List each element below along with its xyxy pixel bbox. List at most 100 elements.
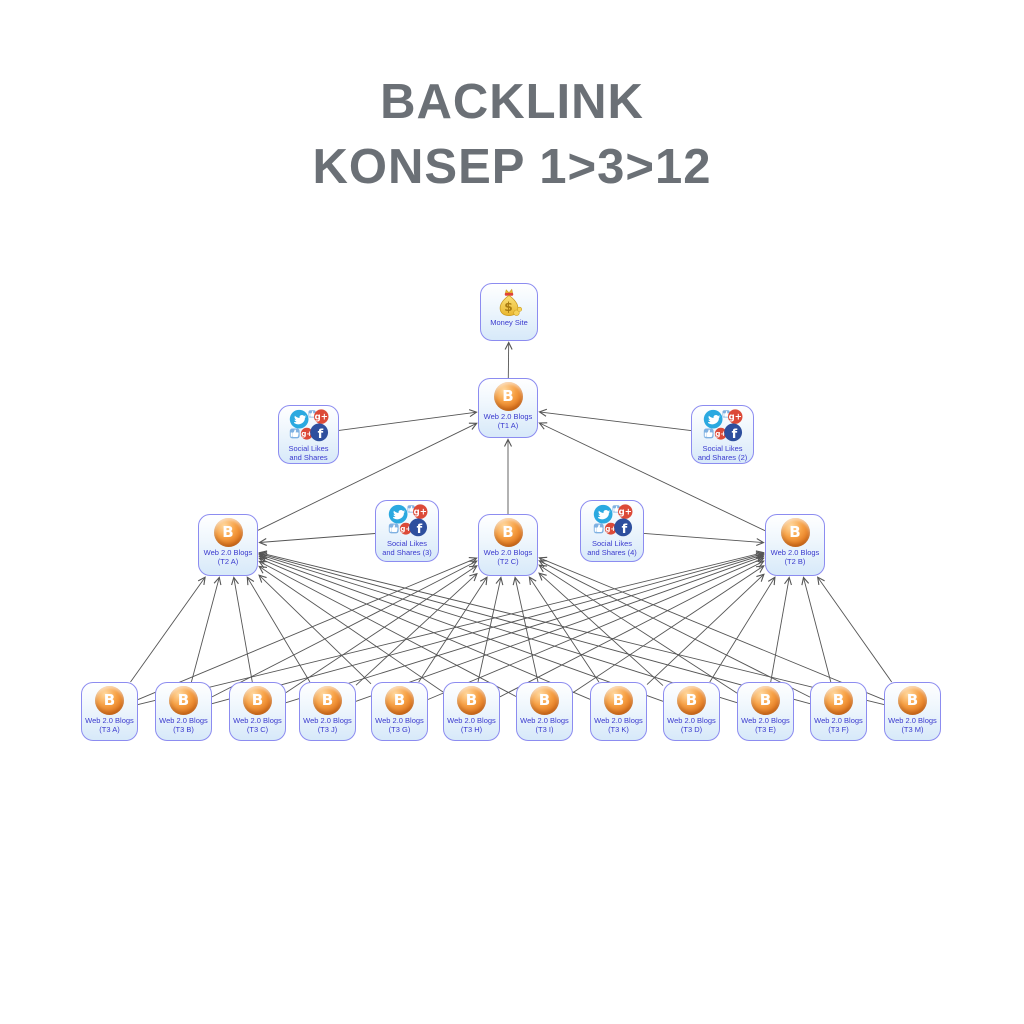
edge-web20-t3-e-to-web20-t2-a bbox=[258, 552, 738, 704]
edge-web20-t3-f-to-web20-t2-a bbox=[258, 551, 811, 705]
blogger-icon: B bbox=[385, 686, 414, 715]
edge-web20-t2-a-to-web20-t1-a bbox=[257, 422, 478, 531]
svg-text:f: f bbox=[732, 427, 738, 442]
node-label-web20-t3-d: Web 2.0 Blogs(T3 D) bbox=[667, 716, 716, 735]
blogger-icon: B bbox=[751, 686, 780, 715]
edge-web20-t3-j-to-web20-t2-a bbox=[246, 576, 311, 683]
title-line1: BACKLINK bbox=[380, 75, 644, 129]
blogger-icon: B bbox=[604, 686, 633, 715]
blogger-icon: B bbox=[169, 686, 198, 715]
edge-social-likes-4-to-web20-t2-b bbox=[643, 532, 765, 547]
edge-web20-t2-b-to-web20-t1-a bbox=[538, 422, 766, 532]
page-title: BACKLINK KONSEP 1>3>12 bbox=[0, 70, 1024, 199]
edge-web20-t3-h-to-web20-t2-b bbox=[499, 560, 765, 698]
edge-web20-t3-m-to-web20-t2-a bbox=[258, 550, 885, 706]
node-label-web20-t1-a: Web 2.0 Blogs(T1 A) bbox=[483, 412, 533, 431]
node-label-web20-t2-a: Web 2.0 Blogs(T2 A) bbox=[203, 548, 253, 567]
node-label-web20-t3-a: Web 2.0 Blogs(T3 A) bbox=[85, 716, 134, 735]
node-money-site: $ Money Site bbox=[480, 283, 538, 341]
blogger-icon: B bbox=[493, 382, 523, 411]
edge-web20-t3-k-to-web20-t2-a bbox=[258, 557, 591, 700]
edge-web20-t3-b-to-web20-t2-c bbox=[211, 560, 478, 698]
edge-web20-t3-i-to-web20-t2-b bbox=[572, 565, 765, 693]
edge-web20-t3-e-to-web20-t2-c bbox=[538, 564, 738, 694]
node-label-web20-t3-k: Web 2.0 Blogs(T3 K) bbox=[594, 716, 643, 735]
svg-text:g+: g+ bbox=[605, 524, 616, 533]
node-label-money-site: Money Site bbox=[490, 318, 528, 327]
money-bag-icon: $ bbox=[499, 288, 523, 316]
blogger-icon: B bbox=[243, 686, 272, 715]
edge-web20-t3-k-to-web20-t2-b bbox=[646, 573, 765, 685]
edge-web20-t3-a-to-web20-t2-c bbox=[137, 557, 478, 701]
blogger-icon: B bbox=[780, 518, 810, 547]
edge-web20-t3-d-to-web20-t2-c bbox=[538, 572, 664, 686]
edge-web20-t3-b-to-web20-t2-b bbox=[211, 551, 765, 705]
edge-social-likes-1-to-web20-t1-a bbox=[338, 409, 478, 431]
edge-web20-t3-e-to-web20-t2-b bbox=[770, 576, 792, 683]
social-cluster-icon: g+ g+ f bbox=[703, 409, 743, 442]
svg-text:f: f bbox=[621, 522, 627, 537]
blogger-icon: B bbox=[95, 686, 124, 715]
node-label-web20-t3-j: Web 2.0 Blogs(T3 J) bbox=[303, 716, 352, 735]
svg-text:g+: g+ bbox=[618, 508, 631, 518]
social-cluster-icon: g+ g+ f bbox=[388, 504, 427, 537]
blogger-icon: B bbox=[530, 686, 559, 715]
svg-text:$: $ bbox=[504, 300, 512, 314]
edge-web20-t3-c-to-web20-t2-c bbox=[285, 565, 478, 693]
edge-web20-t3-h-to-web20-t2-c bbox=[477, 576, 504, 683]
edge-web20-t3-m-to-web20-t2-b bbox=[816, 576, 893, 683]
node-label-web20-t3-f: Web 2.0 Blogs(T3 F) bbox=[814, 716, 863, 735]
node-label-web20-t3-b: Web 2.0 Blogs(T3 B) bbox=[159, 716, 208, 735]
blogger-icon: B bbox=[898, 686, 927, 715]
svg-text:g+: g+ bbox=[729, 413, 742, 423]
edge-web20-t3-d-to-web20-t2-a bbox=[258, 554, 664, 702]
blogger-icon: B bbox=[213, 518, 243, 547]
edge-web20-t3-k-to-web20-t2-c bbox=[528, 576, 600, 683]
edge-web20-t3-a-to-web20-t2-a bbox=[130, 576, 206, 683]
node-label-web20-t3-i: Web 2.0 Blogs(T3 I) bbox=[520, 716, 569, 735]
title-line2: KONSEP 1>3>12 bbox=[312, 139, 712, 194]
edge-web20-t3-f-to-web20-t2-c bbox=[538, 560, 811, 698]
svg-text:g+: g+ bbox=[315, 413, 328, 423]
edge-web20-t3-j-to-web20-t2-c bbox=[355, 572, 478, 686]
edge-social-likes-2-to-web20-t1-a bbox=[538, 408, 692, 432]
node-label-web20-t3-g: Web 2.0 Blogs(T3 G) bbox=[375, 716, 424, 735]
node-label-web20-t2-b: Web 2.0 Blogs(T2 B) bbox=[770, 548, 820, 567]
edge-social-likes-3-to-web20-t2-a bbox=[258, 533, 376, 546]
edge-web20-t3-b-to-web20-t2-a bbox=[190, 576, 222, 683]
edge-web20-t3-c-to-web20-t2-a bbox=[231, 576, 253, 683]
svg-text:f: f bbox=[416, 522, 422, 537]
svg-text:g+: g+ bbox=[400, 524, 411, 533]
edge-web20-t3-g-to-web20-t2-b bbox=[427, 557, 765, 700]
edge-web20-t3-g-to-web20-t2-c bbox=[418, 576, 488, 683]
edge-web20-t3-j-to-web20-t2-b bbox=[355, 554, 765, 702]
edge-web20-t3-f-to-web20-t2-b bbox=[801, 576, 832, 683]
svg-text:g+: g+ bbox=[301, 429, 312, 438]
svg-text:g+: g+ bbox=[413, 508, 426, 518]
node-label-web20-t3-e: Web 2.0 Blogs(T3 E) bbox=[741, 716, 790, 735]
edge-web20-t3-g-to-web20-t2-a bbox=[258, 574, 372, 685]
node-label-web20-t3-h: Web 2.0 Blogs(T3 H) bbox=[447, 716, 496, 735]
